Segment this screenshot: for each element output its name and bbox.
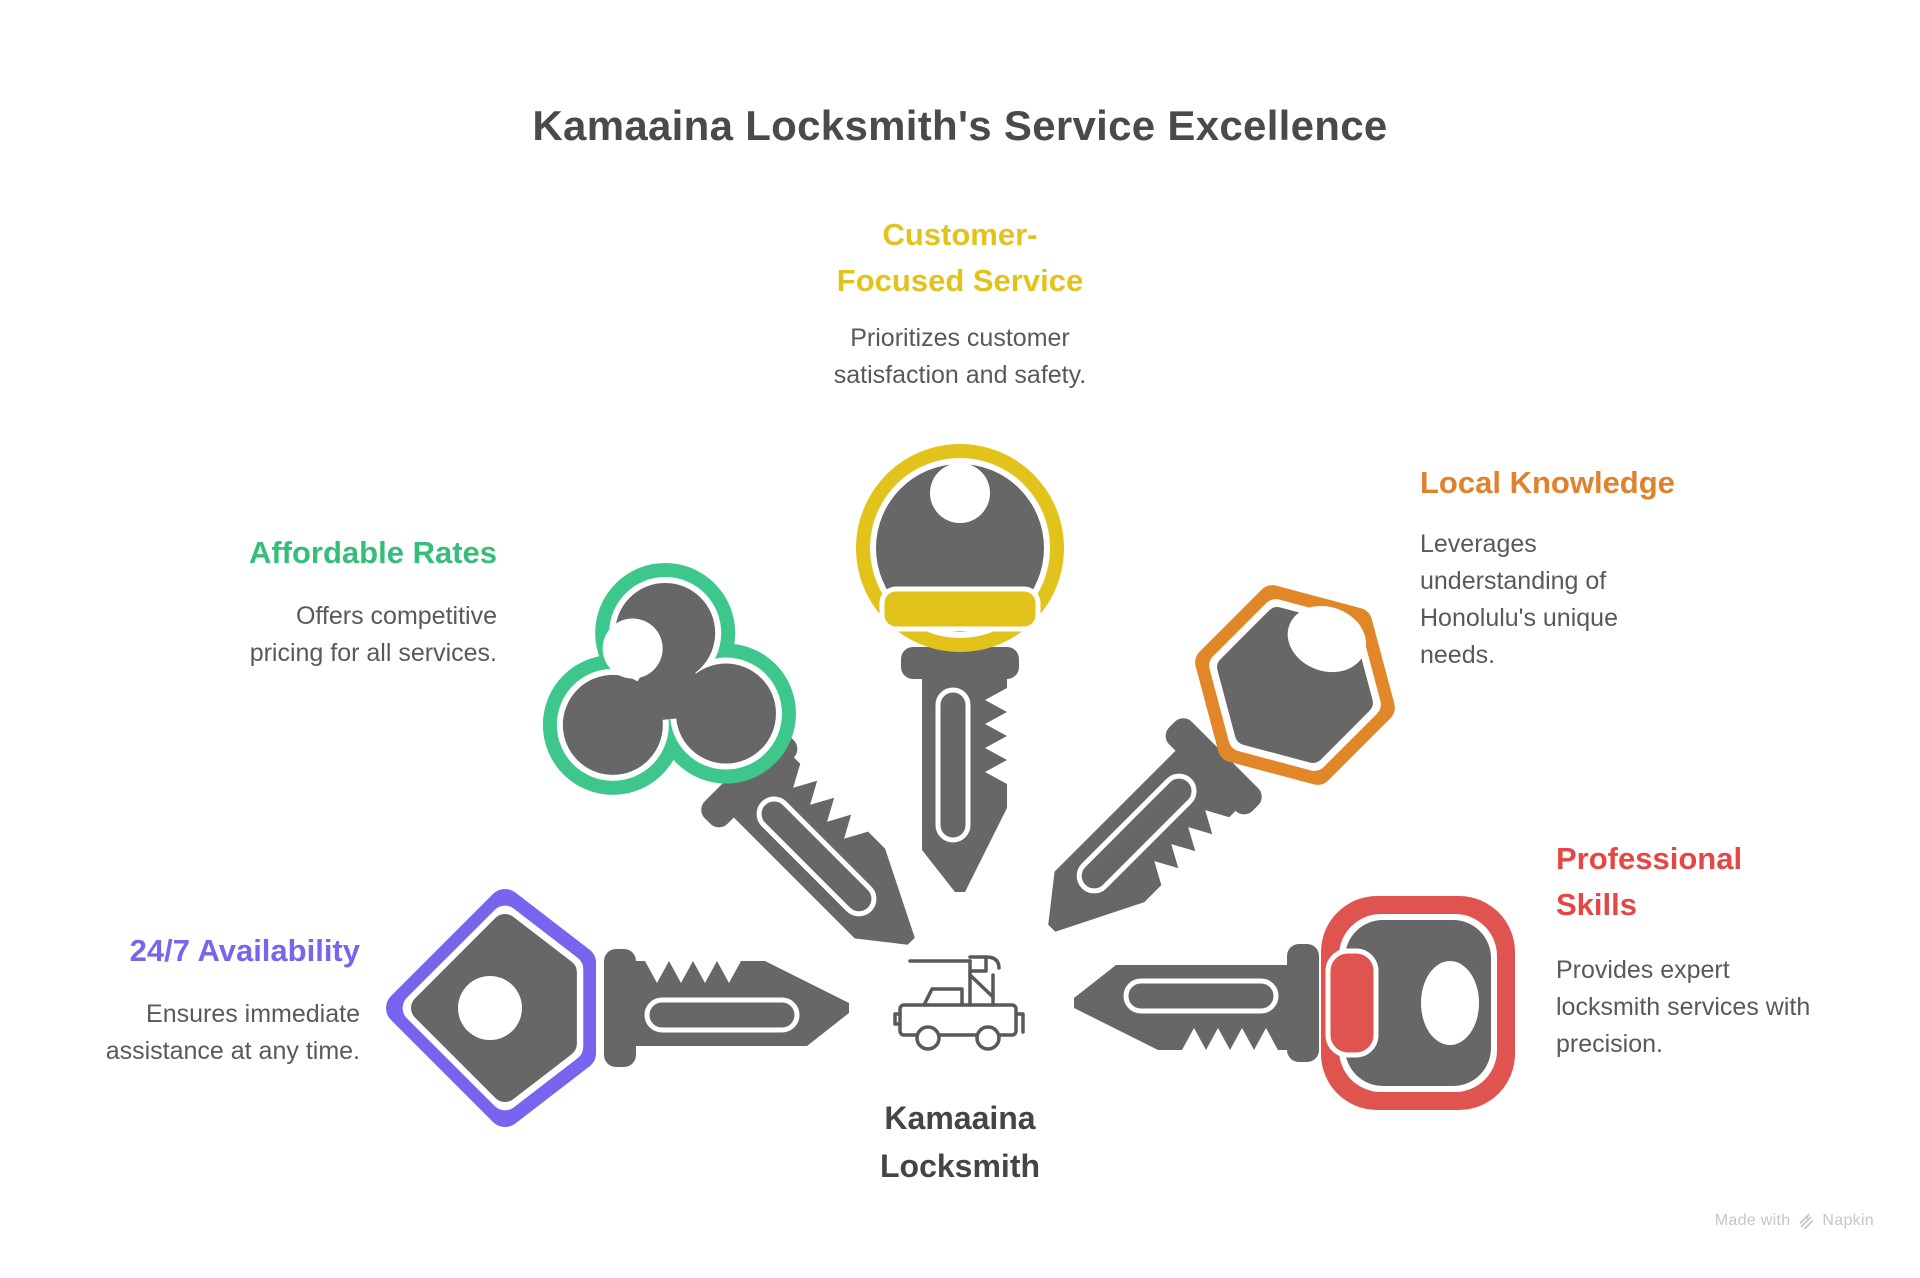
napkin-logo-icon [1800,1213,1814,1230]
section-heading-availability: 24/7 Availability [129,933,360,968]
pickup-truck-with-rack-icon [893,955,1025,1051]
keyhole [1287,606,1366,673]
clover-head-key-icon [542,562,915,945]
key-shaft [1074,944,1319,1062]
section-heading-local-knowledge: Local Knowledge [1420,465,1675,500]
key-head [386,889,596,1127]
page-title: Kamaaina Locksmith's Service Excellence [532,102,1388,149]
keyhole [458,976,522,1040]
key-head [542,562,796,795]
section-desc-affordable-rates: Offers competitive pricing for all servi… [249,602,497,667]
key-shaft [901,647,1019,892]
center-label: Kamaaina Locksmith [879,1100,1041,1184]
section-desc-local-knowledge: Leverages understanding of Honolulu's un… [1420,530,1618,669]
keyhole [930,463,990,523]
key-shaft [701,731,915,945]
key-shaft [604,949,849,1067]
key-shaft [1048,718,1262,932]
section-desc-customer-focused-service: Prioritizes customer satisfaction and sa… [833,324,1087,389]
key-head [1195,585,1395,785]
keyhole [602,618,663,679]
section-heading-professional-skills: Professional Skills [1556,841,1743,922]
section-heading-affordable-rates: Affordable Rates [248,535,497,570]
section-desc-availability: Ensures immediate assistance at any time… [105,1000,360,1065]
key-head [1321,896,1515,1110]
key-head [856,444,1064,652]
keyhole [1421,961,1479,1045]
footer-made-with-text: Made with [1714,1212,1791,1229]
footer-brand-text: Napkin [1822,1212,1874,1229]
footer-credit: Made with Napkin [1715,1212,1874,1230]
section-heading-customer-focused-service: Customer- Focused Service [836,217,1084,298]
hexagon-head-key-icon [1048,585,1395,932]
section-desc-professional-skills: Provides expert locksmith services with … [1556,956,1811,1058]
